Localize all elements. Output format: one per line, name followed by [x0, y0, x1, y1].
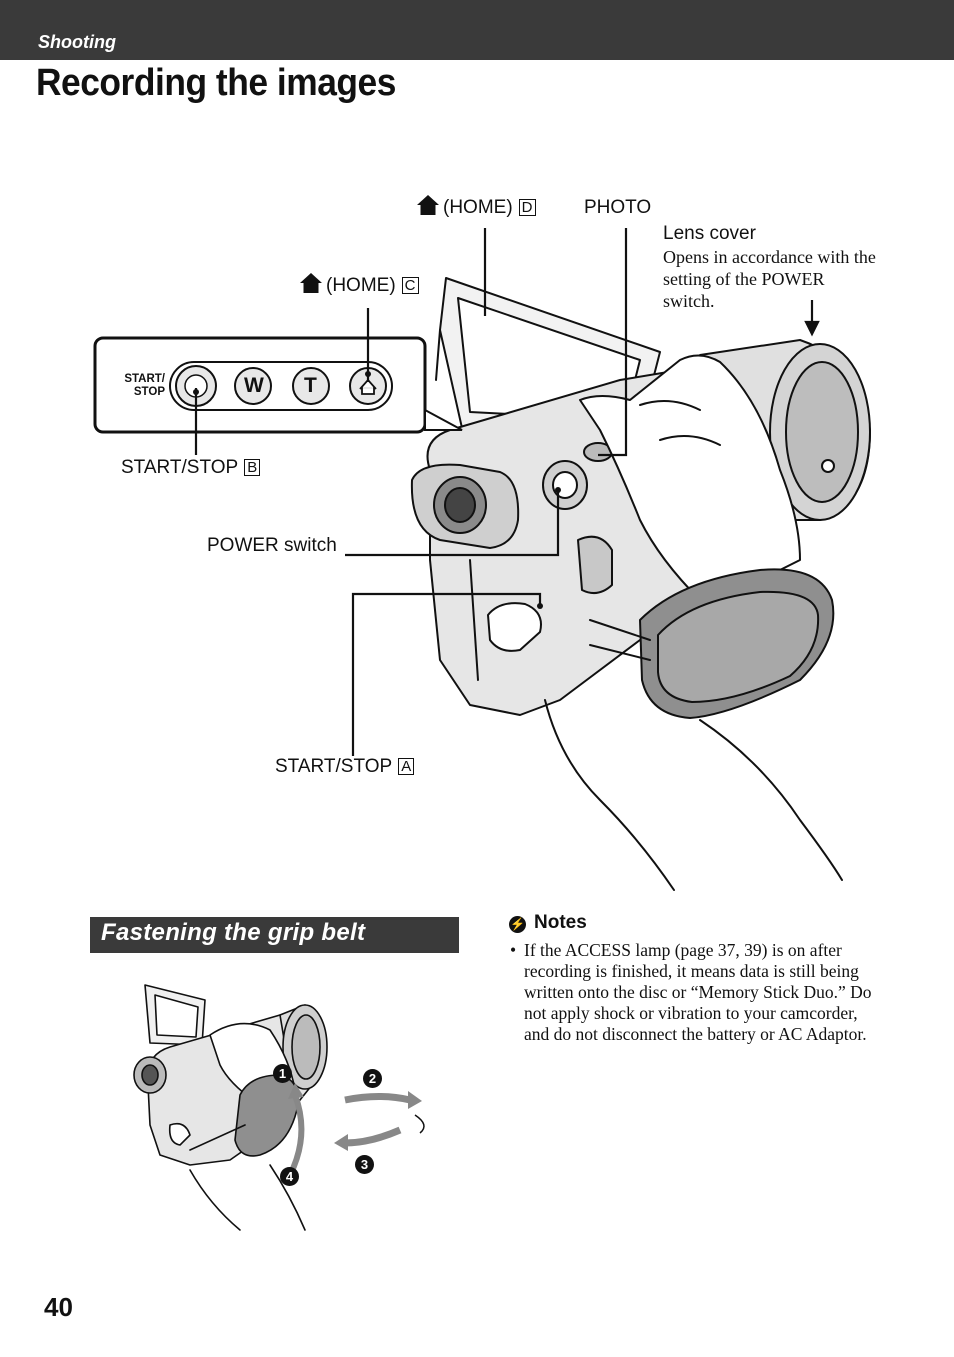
- note-text: If the ACCESS lamp (page 37, 39) is on a…: [524, 940, 872, 1044]
- button-panel-inset: [93, 336, 463, 434]
- camcorder-illustration: [93, 228, 871, 891]
- grip-belt-heading: Fastening the grip belt: [90, 917, 459, 953]
- page-number: 40: [44, 1292, 73, 1322]
- panel-start-label: START/: [124, 373, 165, 385]
- step-circle-4: 4: [280, 1167, 299, 1186]
- callout-home-c-text: (HOME): [326, 275, 396, 296]
- notes-heading: ⚡ Notes: [509, 912, 587, 934]
- page-title: Recording the images: [36, 62, 396, 104]
- callout-lens-cover-title: Lens cover: [663, 223, 756, 244]
- callout-start-stop-b: START/STOP B: [121, 457, 261, 479]
- callout-home-d-text: (HOME): [443, 197, 513, 218]
- callout-lens-cover-desc: Opens in accordance with the setting of …: [663, 247, 876, 311]
- note-item: • If the ACCESS lamp (page 37, 39) is on…: [510, 940, 880, 1045]
- header-bar: [0, 0, 954, 60]
- callout-power-switch: POWER switch: [207, 535, 337, 556]
- home-icon: [417, 195, 439, 215]
- step-circle-2: 2: [363, 1069, 382, 1088]
- callout-start-stop-b-letter: B: [244, 459, 261, 476]
- section-label: Shooting: [38, 32, 116, 52]
- step-circle-1: 1: [273, 1064, 292, 1083]
- callout-start-stop-a: START/STOP A: [275, 756, 415, 778]
- bullet-icon: •: [510, 940, 517, 960]
- callout-start-stop-a-text: START/STOP: [275, 756, 393, 777]
- panel-t-label: T: [304, 374, 317, 397]
- home-icon: [300, 273, 322, 293]
- panel-w-label: W: [244, 374, 264, 397]
- notes-heading-text: Notes: [534, 912, 587, 933]
- callout-home-d-letter: D: [518, 199, 536, 216]
- notes-icon: ⚡: [509, 916, 526, 933]
- panel-stop-label: STOP: [133, 386, 165, 398]
- callout-home-d: (HOME) D: [416, 194, 536, 219]
- panel-start-stop-text: START/ STOP: [123, 373, 165, 399]
- callout-start-stop-b-text: START/STOP: [121, 457, 239, 478]
- callout-photo: PHOTO: [584, 197, 652, 218]
- callout-home-c-letter: C: [401, 277, 419, 294]
- callout-home-c: (HOME) C: [299, 272, 419, 297]
- step-circle-3: 3: [355, 1155, 374, 1174]
- grip-belt-illustration: [133, 984, 425, 1231]
- callout-start-stop-a-letter: A: [398, 758, 415, 775]
